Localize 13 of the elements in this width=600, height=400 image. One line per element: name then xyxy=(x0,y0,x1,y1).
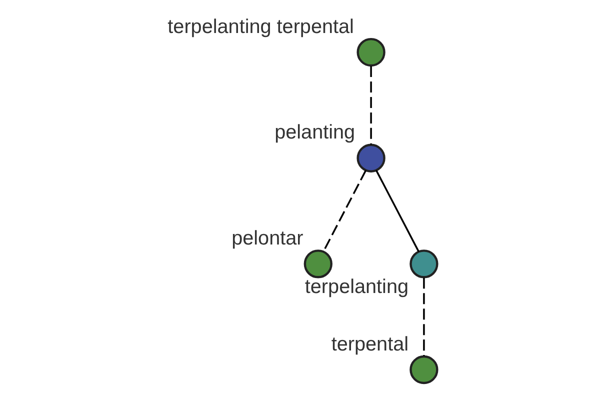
node-label: terpental xyxy=(330,333,408,356)
node-circle xyxy=(356,38,385,67)
node-circle xyxy=(356,144,385,172)
node-circle xyxy=(409,250,438,278)
node-circle xyxy=(409,355,438,384)
connector xyxy=(375,170,419,252)
node-label: pelanting xyxy=(274,122,355,144)
node-label: pelontar xyxy=(231,228,303,250)
connector xyxy=(370,66,372,144)
node-label: terpelanting xyxy=(304,276,408,298)
node-label: terpelanting terpental xyxy=(167,16,354,38)
node-circle xyxy=(303,250,332,278)
connector xyxy=(422,278,424,356)
